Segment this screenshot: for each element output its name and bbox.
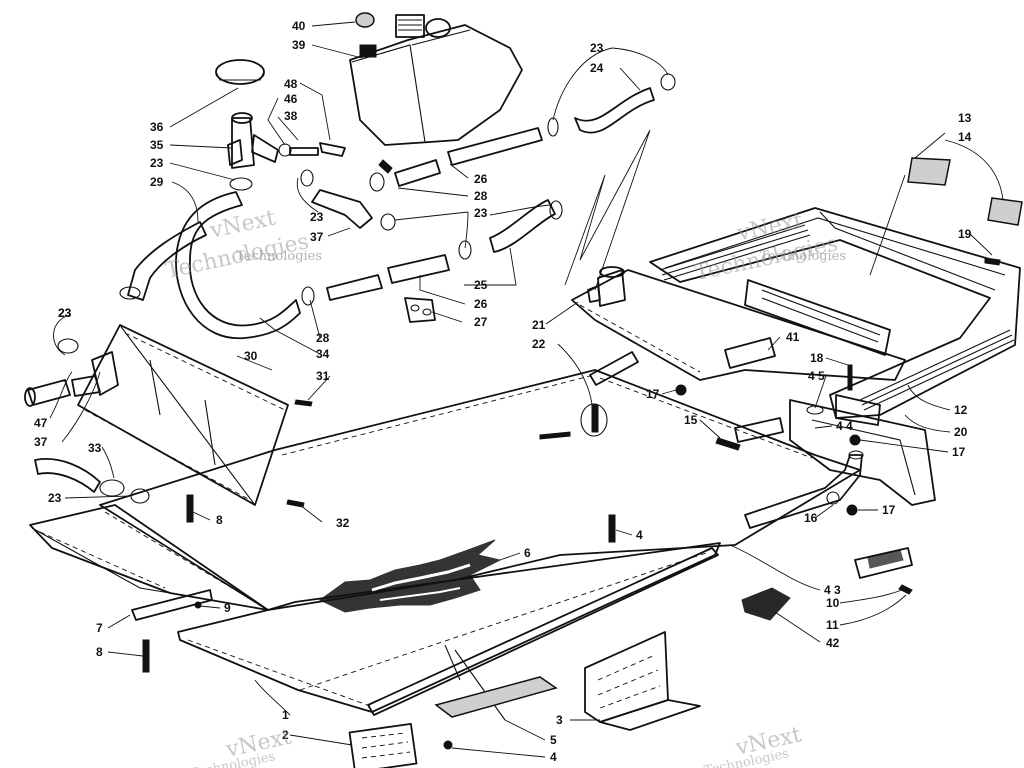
callout-28: 28 — [316, 331, 330, 345]
callout-37: 37 — [310, 230, 324, 244]
callout-20: 20 — [954, 425, 968, 439]
plate-2 — [348, 722, 418, 768]
plate-5 — [434, 676, 558, 718]
callout-47: 47 — [34, 416, 48, 430]
callout-labels: 40 39 48 46 38 36 35 23 29 23 23 37 23 2… — [34, 19, 972, 764]
callout-23: 23 — [48, 491, 62, 505]
reflector-13 — [907, 157, 951, 186]
coolant-tank — [349, 12, 523, 174]
callout-15: 15 — [684, 413, 698, 427]
callout-26: 26 — [474, 297, 488, 311]
callout-2: 2 — [282, 728, 289, 742]
callout-43: 4 3 — [824, 583, 841, 597]
callout-23: 23 — [58, 306, 72, 320]
callout-34: 34 — [316, 347, 330, 361]
callout-9: 9 — [224, 601, 231, 615]
callout-7: 7 — [96, 621, 103, 635]
callout-14: 14 — [958, 130, 972, 144]
reflector-14 — [987, 197, 1023, 226]
callout-1: 1 — [282, 708, 289, 722]
callout-8: 8 — [96, 645, 103, 659]
pipe-43 — [744, 450, 864, 529]
callout-10: 10 — [826, 596, 840, 610]
callout-17: 17 — [882, 503, 896, 517]
callout-42: 42 — [826, 636, 840, 650]
callout-23: 23 — [150, 156, 164, 170]
callout-37: 37 — [34, 435, 48, 449]
callout-17: 17 — [952, 445, 966, 459]
flame-decal — [319, 539, 502, 613]
callout-19: 19 — [958, 227, 972, 241]
callout-30: 30 — [244, 349, 258, 363]
callout-21: 21 — [532, 318, 546, 332]
callout-32: 32 — [336, 516, 350, 530]
callout-28: 28 — [474, 189, 488, 203]
watermark-caption: Technologies — [760, 249, 846, 264]
callout-3: 3 — [556, 713, 563, 727]
callout-17: 17 — [646, 387, 660, 401]
callout-5: 5 — [550, 733, 557, 747]
callout-18: 18 — [810, 351, 824, 365]
callout-31: 31 — [316, 369, 330, 383]
callout-38: 38 — [284, 109, 298, 123]
callout-25: 25 — [474, 278, 488, 292]
callout-45: 4 5 — [808, 369, 825, 383]
callout-23: 23 — [58, 306, 72, 320]
callout-4: 4 — [636, 528, 643, 542]
callout-29: 29 — [150, 175, 164, 189]
callout-12: 12 — [954, 403, 968, 417]
hanger-7 — [131, 589, 213, 621]
callout-27: 27 — [474, 315, 488, 329]
callout-22: 22 — [532, 337, 546, 351]
callout-44: 4 4 — [836, 419, 853, 433]
filler-housing — [215, 59, 346, 191]
callout-36: 36 — [150, 120, 164, 134]
callout-8: 8 — [216, 513, 223, 527]
callout-23: 23 — [310, 210, 324, 224]
radiator-30 — [77, 324, 289, 506]
callout-13: 13 — [958, 111, 972, 125]
belly-pan — [29, 369, 861, 768]
callout-48: 48 — [284, 77, 298, 91]
callout-35: 35 — [150, 138, 164, 152]
watermark-caption: Technologies — [236, 249, 322, 264]
callout-11: 11 — [826, 618, 839, 632]
bracket-3 — [584, 631, 701, 731]
callout-24: 24 — [590, 61, 604, 75]
callout-33: 33 — [88, 441, 102, 455]
callout-39: 39 — [292, 38, 306, 52]
callout-16: 16 — [804, 511, 818, 525]
callout-41: 41 — [786, 330, 800, 344]
callout-23: 23 — [590, 41, 604, 55]
callout-40: 40 — [292, 19, 306, 33]
hardware — [142, 157, 1023, 750]
callout-23: 23 — [474, 206, 488, 220]
callout-46: 46 — [284, 92, 298, 106]
coolant-hoses — [24, 73, 676, 504]
callout-4: 4 — [550, 750, 557, 764]
leader-lines — [49, 21, 1004, 758]
callout-6: 6 — [524, 546, 531, 560]
callout-26: 26 — [474, 172, 488, 186]
